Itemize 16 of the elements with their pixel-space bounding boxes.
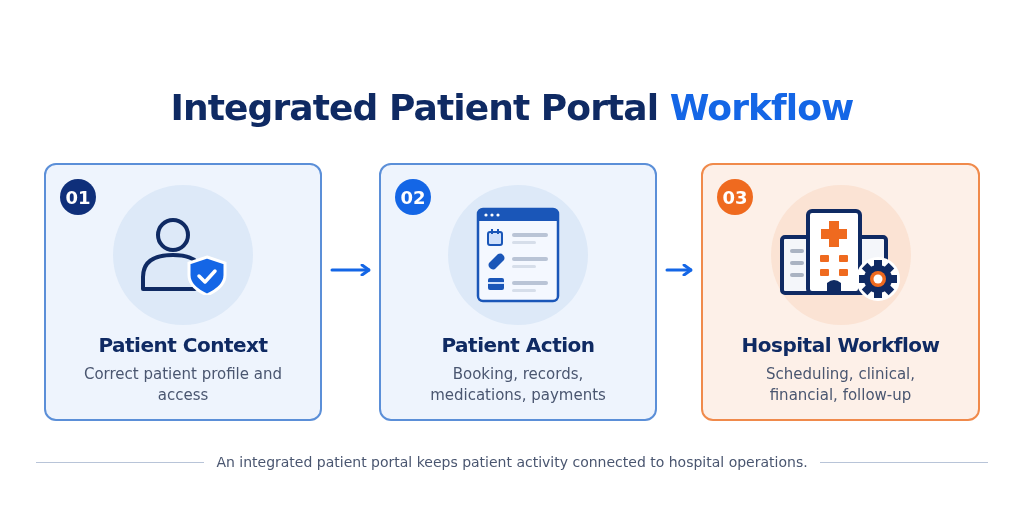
title: Integrated Patient Portal Workflow (170, 90, 854, 126)
step-card (379, 163, 657, 421)
step-number: 03 (717, 179, 753, 215)
step-card (44, 163, 322, 421)
step-number: 02 (395, 179, 431, 215)
step-heading: Patient Context (98, 333, 268, 358)
step-description: Booking, records, medications, payments (429, 364, 607, 406)
arrow (330, 263, 371, 277)
arrow (665, 263, 693, 277)
step-heading: Patient Action (441, 333, 595, 358)
step-heading: Hospital Workflow (741, 333, 940, 358)
caption: An integrated patient portal keeps patient activity connected to hospital operations. (216, 453, 808, 472)
step-card (701, 163, 980, 421)
step-number: 01 (60, 179, 96, 215)
step-description: Scheduling, clinical, financial, follow-up (764, 364, 917, 406)
step-description: Correct patient profile and access (82, 364, 283, 406)
